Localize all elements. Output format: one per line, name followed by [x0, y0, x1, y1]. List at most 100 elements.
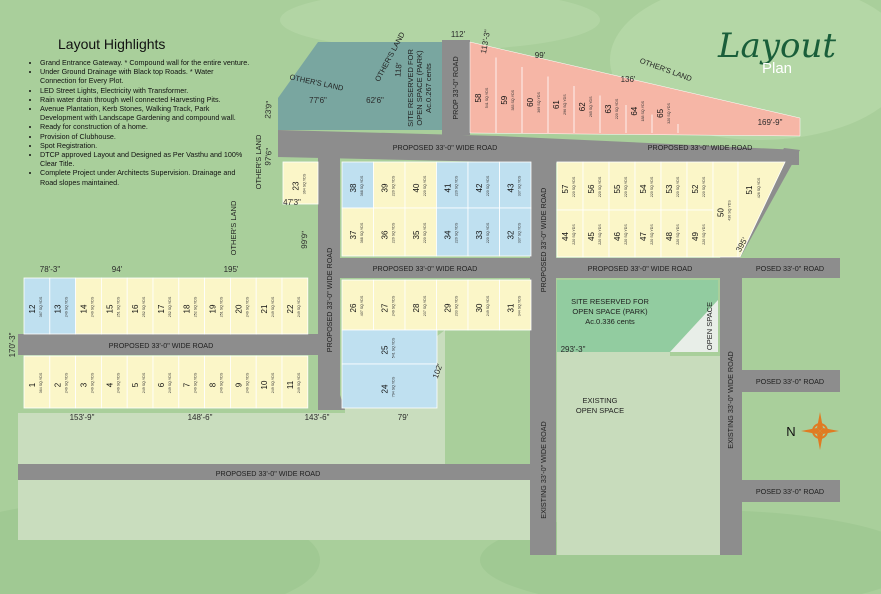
plot-number: 6 — [157, 382, 166, 387]
plot[interactable] — [23, 355, 51, 409]
dim: 148'-6" — [188, 413, 213, 422]
plot[interactable] — [75, 355, 102, 409]
plot[interactable] — [582, 209, 610, 258]
plot-area: 337 SQ.YDS — [517, 175, 521, 196]
plot-area: 249 SQ.YDS — [116, 372, 120, 393]
plot[interactable] — [178, 355, 206, 409]
plot[interactable] — [499, 279, 532, 331]
plot-number: 43 — [506, 183, 515, 192]
plot-number[interactable]: 58 — [474, 93, 483, 102]
plot-number: 31 — [506, 303, 515, 312]
plot[interactable] — [341, 363, 438, 409]
dim: 23'9" — [263, 100, 274, 119]
plot[interactable] — [152, 355, 180, 409]
plot-number: 4 — [105, 382, 114, 387]
plot-number: 49 — [691, 232, 700, 241]
road-prop-vertical — [442, 40, 470, 135]
plot[interactable] — [101, 355, 128, 409]
plot-area: 541 SQ.YDS — [485, 87, 489, 108]
plot[interactable] — [660, 161, 688, 211]
plot[interactable] — [660, 209, 688, 258]
plot[interactable] — [178, 277, 206, 335]
road-label-bottom: PROPOSED 33'-0" WIDE ROAD — [216, 469, 321, 478]
plot-area: 249 SQ.YDS — [65, 372, 69, 393]
plot[interactable] — [404, 207, 437, 257]
plot-number[interactable]: 59 — [500, 95, 509, 104]
plot[interactable] — [712, 161, 739, 258]
plot[interactable] — [75, 277, 102, 335]
plot[interactable] — [467, 279, 500, 331]
plot[interactable] — [582, 161, 610, 211]
plot[interactable] — [634, 209, 662, 258]
plot-number: 21 — [260, 304, 269, 313]
plot[interactable] — [737, 161, 786, 258]
dim: 79' — [398, 413, 409, 422]
plot-number[interactable]: 63 — [604, 104, 613, 113]
plot-number: 38 — [349, 183, 358, 192]
plot[interactable] — [255, 277, 283, 335]
plot[interactable] — [499, 207, 532, 257]
highlight-item: Spot Registration. — [40, 141, 251, 150]
plot[interactable] — [499, 161, 532, 209]
plot-number: 33 — [475, 230, 484, 239]
plot-area: 407 SQ.YDS — [360, 295, 364, 316]
dim: 62'6" — [366, 96, 384, 105]
plot[interactable] — [436, 279, 469, 331]
plot[interactable] — [341, 161, 374, 209]
plot[interactable] — [152, 277, 180, 335]
plot-number[interactable]: 64 — [630, 106, 639, 115]
plot[interactable] — [281, 277, 309, 335]
plot[interactable] — [341, 329, 438, 365]
plot[interactable] — [229, 277, 257, 335]
road-label-top-right: PROPOSED 33'-0" WIDE ROAD — [648, 143, 753, 152]
plot[interactable] — [373, 161, 406, 209]
plot-number: 15 — [105, 304, 114, 313]
plot-area: 249 SQ.YDS — [391, 295, 395, 316]
plot-number: 10 — [260, 380, 269, 389]
plot[interactable] — [467, 207, 500, 257]
plot-number: 48 — [665, 232, 674, 241]
plot[interactable] — [686, 209, 714, 258]
plot[interactable] — [404, 161, 437, 209]
plot-number: 16 — [131, 304, 140, 313]
plot[interactable] — [49, 355, 76, 409]
plot[interactable] — [556, 209, 584, 258]
plot[interactable] — [23, 277, 51, 335]
compass-north-label: N — [786, 424, 795, 439]
plot-number: 47 — [639, 232, 648, 241]
title-block: Layout Plan — [712, 26, 842, 77]
plot[interactable] — [341, 279, 374, 331]
plot[interactable] — [436, 207, 469, 257]
plot-number: 14 — [80, 304, 89, 313]
plot[interactable] — [404, 279, 437, 331]
park-right-line2: OPEN SPACE (PARK) — [572, 307, 648, 316]
plot[interactable] — [49, 277, 76, 335]
highlight-item: Ready for construction of a home. — [40, 122, 251, 131]
plot-area: 249 SQ.YDS — [271, 296, 275, 317]
plot[interactable] — [373, 279, 406, 331]
plot[interactable] — [282, 161, 319, 205]
plot[interactable] — [281, 355, 309, 409]
open-space-label: OPEN SPACE — [705, 302, 714, 350]
plot-number[interactable]: 62 — [578, 102, 587, 111]
plot[interactable] — [373, 207, 406, 257]
plot-number[interactable]: 65 — [656, 108, 665, 117]
plot[interactable] — [126, 277, 154, 335]
plot[interactable] — [467, 161, 500, 209]
plot-area: 252 SQ.YDS — [142, 296, 146, 317]
plot[interactable] — [686, 161, 714, 211]
roads — [18, 40, 840, 555]
plot[interactable] — [101, 277, 128, 335]
plot-number[interactable]: 61 — [552, 100, 561, 109]
plot[interactable] — [436, 161, 469, 209]
plot[interactable] — [229, 355, 257, 409]
plot[interactable] — [634, 161, 662, 211]
plot-number[interactable]: 60 — [526, 97, 535, 106]
plot[interactable] — [341, 207, 374, 257]
plot[interactable] — [204, 355, 231, 409]
plot[interactable] — [204, 277, 231, 335]
plot[interactable] — [126, 355, 154, 409]
plot-area: 320 SQ.YDS — [667, 103, 671, 124]
